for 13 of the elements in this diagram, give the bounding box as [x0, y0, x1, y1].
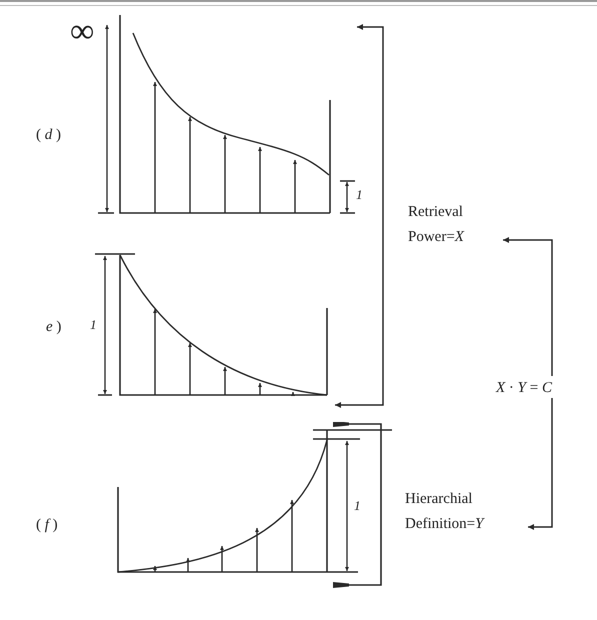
variable-label: Hierarchial Definition=Y	[405, 487, 527, 537]
dimension-label: 1	[90, 318, 96, 331]
panel-label: ( f )	[36, 518, 58, 533]
variable-label: Retrieval Power=X	[408, 200, 502, 250]
dimension-label: 1	[356, 188, 362, 201]
equation: X · Y = C	[496, 376, 597, 401]
panel-label: e )	[46, 320, 62, 335]
dimension-label: 1	[354, 499, 360, 512]
arrow	[528, 398, 553, 530]
bracket-arrow	[335, 24, 384, 408]
panel-label: ( d )	[36, 128, 61, 143]
arrow	[503, 237, 553, 376]
infinity-label: ∞	[70, 15, 94, 49]
